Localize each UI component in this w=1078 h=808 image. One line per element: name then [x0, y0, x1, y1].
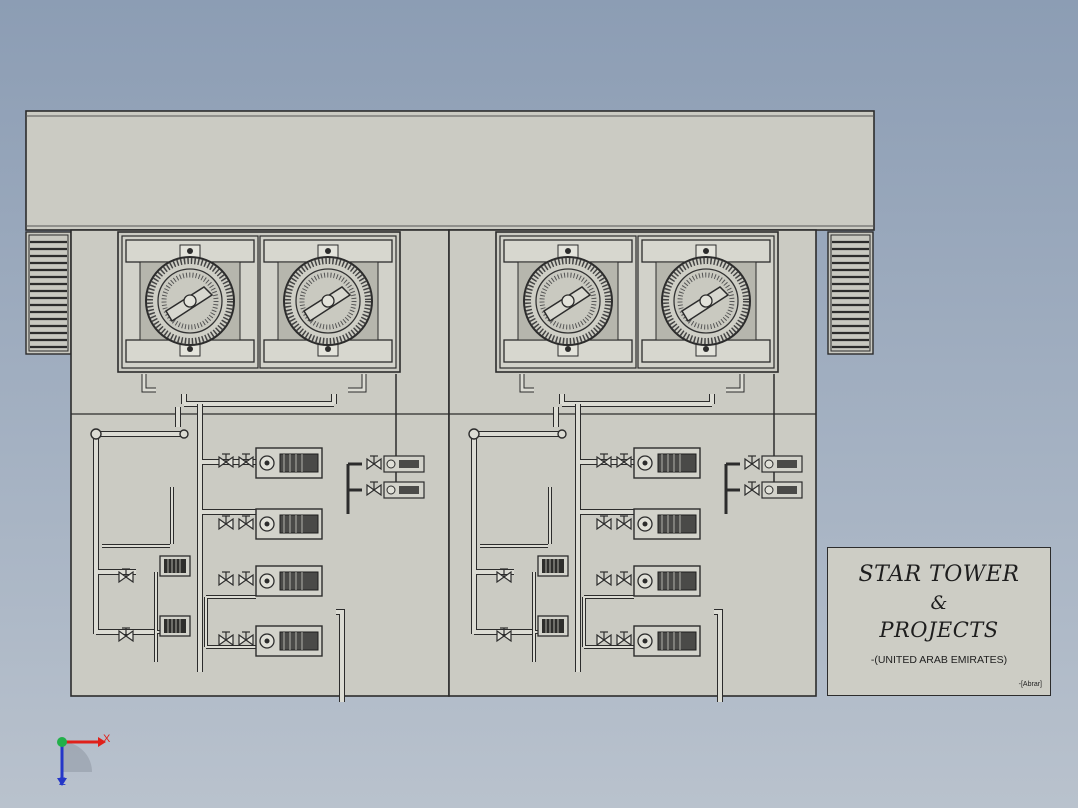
title-signature: -[Abrar] [1018, 681, 1042, 688]
louver-right [826, 230, 875, 356]
title-line-3: PROJECTS [879, 618, 999, 642]
axis-triad-icon [57, 737, 106, 786]
title-location: -(UNITED ARAB EMIRATES) [870, 654, 1008, 666]
cooling-tower-right [496, 232, 778, 372]
title-line-2: & [930, 592, 948, 614]
title-line-1: STAR TOWER [858, 562, 1020, 587]
cooling-tower-left [118, 232, 400, 372]
louver-left [24, 230, 73, 356]
axis-x-label: X [103, 733, 111, 745]
roof-canopy [25, 110, 875, 231]
axis-z-label: Z [59, 776, 66, 788]
title-block: STAR TOWER & PROJECTS -(UNITED ARAB EMIR… [827, 547, 1051, 696]
